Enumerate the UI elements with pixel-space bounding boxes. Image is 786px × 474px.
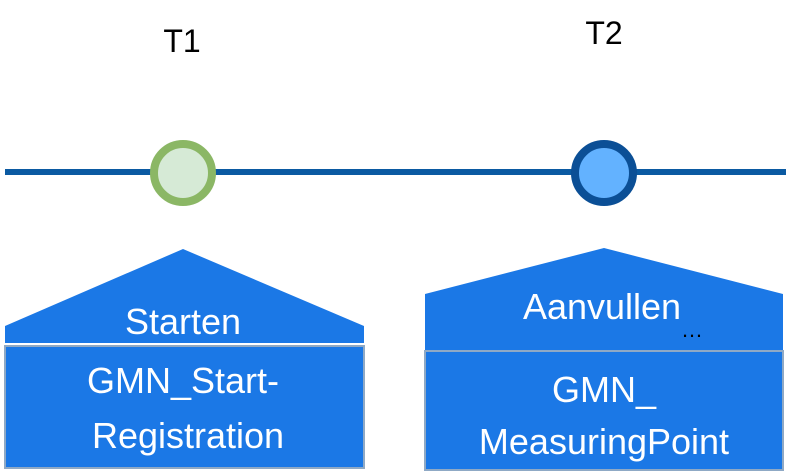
step-aanvullen-title: Aanvullen — [523, 286, 681, 327]
step-aanvullen-header-shape — [425, 248, 783, 350]
milestone-t2-marker — [571, 140, 637, 206]
step-starten-title: Starten — [125, 301, 241, 342]
step-aanvullen-body-box — [424, 350, 784, 471]
step-aanvullen-ellipsis: … — [681, 317, 703, 342]
time-label-t1: T1 — [163, 23, 200, 59]
step-starten-header-shape — [5, 249, 364, 343]
milestone-t1-marker — [150, 140, 216, 206]
step-starten-body-box — [4, 345, 365, 469]
step-starten-body-line1: GMN_Start- — [87, 360, 279, 401]
step-aanvullen-body-line2: MeasuringPoint — [479, 421, 729, 462]
step-starten-body-line2: Registration — [92, 415, 284, 456]
time-label-t2: T2 — [585, 15, 622, 51]
step-aanvullen-body-line1: GMN_ — [552, 369, 657, 410]
